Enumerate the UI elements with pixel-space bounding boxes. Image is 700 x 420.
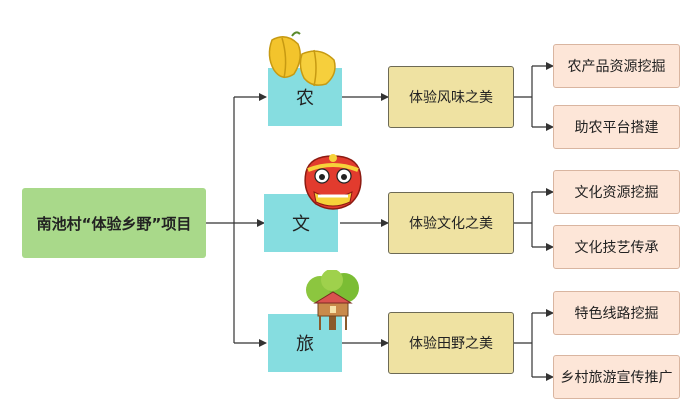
leaf-label: 助农平台搭建 xyxy=(574,120,659,136)
theme-label: 体验风味之美 xyxy=(409,90,493,106)
leaf-label: 特色线路挖掘 xyxy=(574,306,659,322)
leaf-node: 乡村旅游宣传推广 xyxy=(553,355,680,399)
theme-label: 体验文化之美 xyxy=(409,216,493,232)
leaf-node: 农产品资源挖掘 xyxy=(553,44,680,88)
root-node: 南池村“体验乡野”项目 xyxy=(22,188,206,258)
theme-label: 体验田野之美 xyxy=(409,336,493,352)
category-label: 文 xyxy=(292,214,310,235)
leaf-label: 文化技艺传承 xyxy=(574,240,659,256)
leaf-label: 文化资源挖掘 xyxy=(574,185,659,201)
leaf-node: 文化技艺传承 xyxy=(553,225,680,269)
category-label: 农 xyxy=(296,88,314,109)
theme-node-culture: 体验文化之美 xyxy=(388,192,514,254)
starfruit-icon xyxy=(268,31,336,87)
leaf-node: 文化资源挖掘 xyxy=(553,170,680,214)
leaf-node: 助农平台搭建 xyxy=(553,105,680,149)
theme-node-flavor: 体验风味之美 xyxy=(388,66,514,128)
category-label: 旅 xyxy=(296,334,314,355)
lion-dance-head-icon xyxy=(304,154,362,210)
leaf-label: 农产品资源挖掘 xyxy=(567,59,666,75)
theme-node-fields: 体验田野之美 xyxy=(388,312,514,374)
leaf-node: 特色线路挖掘 xyxy=(553,291,680,335)
root-label: 南池村“体验乡野”项目 xyxy=(36,214,192,233)
leaf-label: 乡村旅游宣传推广 xyxy=(560,370,673,386)
treehouse-icon xyxy=(306,270,359,330)
